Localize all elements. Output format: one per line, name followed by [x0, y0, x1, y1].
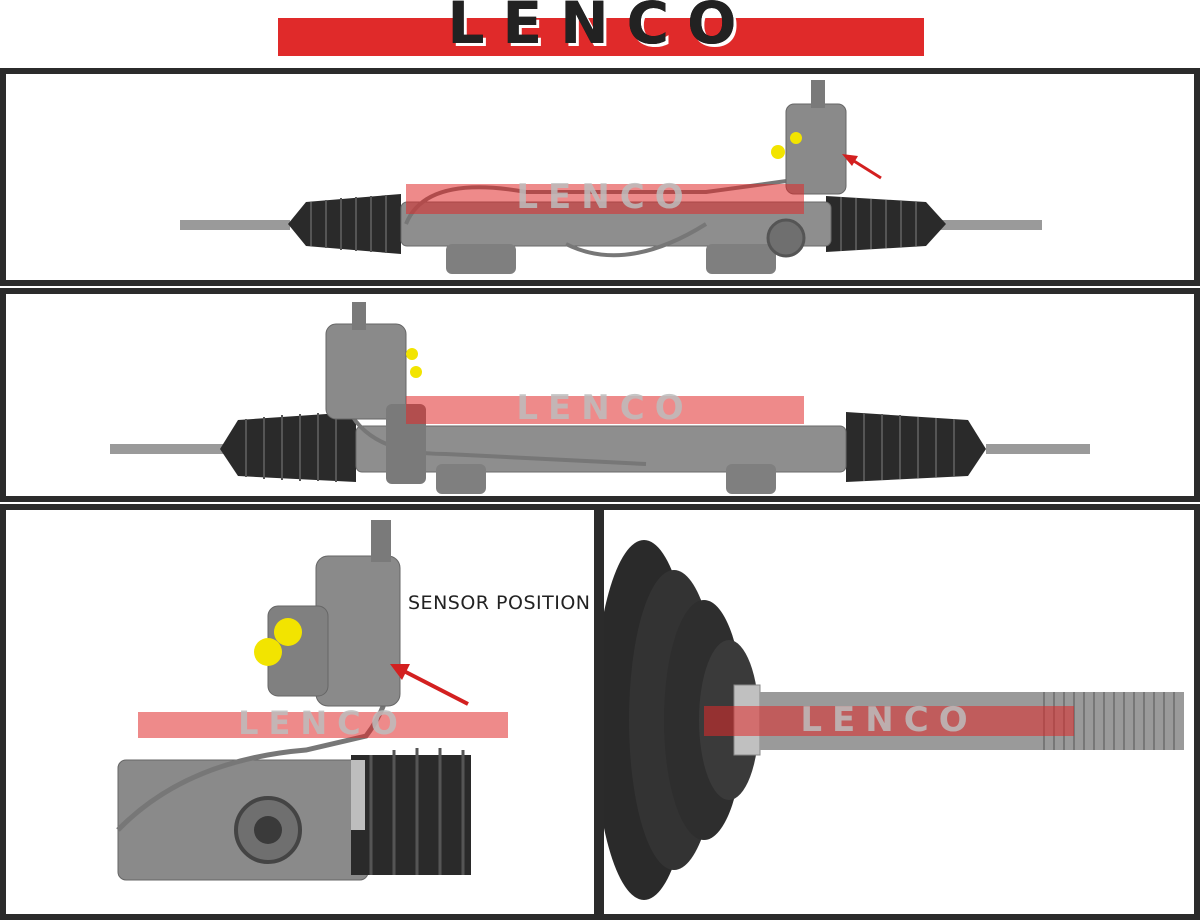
left-boot — [220, 412, 356, 482]
yellow-cap-icon — [771, 145, 785, 159]
brand-logo-bar — [278, 18, 924, 56]
yellow-cap-icon — [406, 348, 418, 360]
watermark-bar — [704, 706, 1074, 736]
right-tie-rod — [936, 220, 1042, 230]
right-mount — [726, 464, 776, 494]
hydraulic-pipe — [116, 679, 393, 832]
yellow-cap-icon — [274, 618, 302, 646]
sensor-position-label: SENSOR POSITION — [408, 592, 591, 614]
rack-top-view-panel: LENCO — [0, 68, 1200, 286]
sensor-arrow-icon — [842, 154, 882, 180]
tie-rod-thread — [1043, 692, 1175, 750]
watermark-text: LENCO — [516, 177, 693, 217]
left-mount — [436, 464, 486, 494]
watermark-text: LENCO — [516, 388, 693, 428]
tie-rod-detail-illustration: LENCO — [604, 540, 1184, 900]
left-tie-rod — [110, 444, 225, 454]
valve-detail-illustration: LENCO — [116, 520, 508, 881]
rack-housing — [355, 425, 847, 473]
pinion-port — [766, 218, 806, 258]
valve-body — [254, 520, 401, 707]
tie-rod-detail-view-panel: LENCO — [598, 504, 1200, 920]
right-mount — [706, 244, 776, 274]
watermark-text: LENCO — [800, 700, 977, 740]
valve-body — [771, 80, 847, 195]
brand-header: LENCO — [0, 0, 1200, 62]
valve-body — [325, 302, 426, 484]
boot — [351, 748, 471, 875]
brand-logo: LENCO — [447, 0, 755, 57]
watermark-bar — [406, 184, 804, 214]
rack-rear-view-panel: LENCO — [0, 288, 1200, 502]
right-boot — [826, 196, 946, 252]
watermark-bar — [406, 396, 804, 424]
sensor-arrow-icon — [390, 664, 469, 706]
watermark-text: LENCO — [238, 704, 408, 742]
right-tie-rod — [986, 444, 1090, 454]
left-tie-rod — [180, 220, 290, 230]
steering-rack-illustration: LENCO — [110, 302, 1090, 494]
left-boot — [288, 194, 401, 254]
right-boot — [846, 412, 986, 482]
valve-detail-view-panel: LENCO SENSOR POSITION — [0, 504, 600, 920]
steering-rack-illustration: LENCO — [180, 80, 1042, 274]
left-mount — [446, 244, 516, 274]
watermark-bar — [138, 712, 508, 738]
